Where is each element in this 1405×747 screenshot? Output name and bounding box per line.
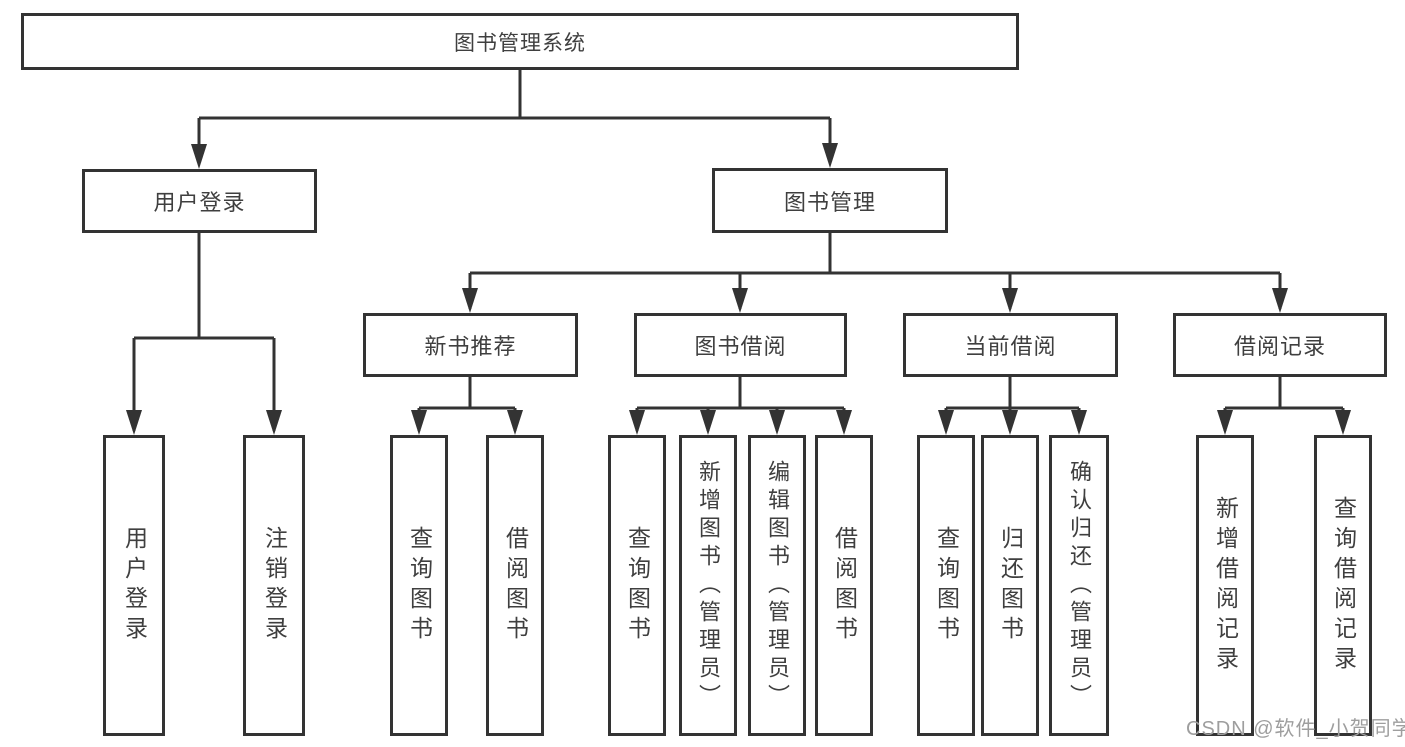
leaf-recommend-borrow-books: 借阅图书	[486, 435, 544, 736]
leaf-current-return-books: 归还图书	[981, 435, 1039, 736]
arrow-to-records	[1272, 288, 1288, 313]
leaf-logout-login: 注销登录	[243, 435, 305, 736]
arrow-to-leaf-rec2-query	[1335, 410, 1351, 435]
leaf-records-add-borrow-record: 新增借阅记录	[1196, 435, 1254, 736]
arrow-to-leaf-rec-query	[411, 410, 427, 435]
connector-bookmgmt-to-level3	[468, 233, 1282, 309]
arrow-to-leaf-rec2-add	[1217, 410, 1233, 435]
node-book-borrow: 图书借阅	[634, 313, 847, 377]
connector-userlogin-to-children	[132, 233, 276, 431]
arrow-to-user-login	[191, 144, 207, 169]
connector-records-to-children	[1223, 377, 1345, 431]
csdn-watermark: CSDN @软件_小贺同学	[1186, 718, 1405, 740]
node-user-login: 用户登录	[82, 169, 317, 233]
arrow-to-current	[1002, 288, 1018, 313]
connector-recommend-to-children	[417, 377, 517, 431]
connector-root-to-level2	[197, 69, 832, 164]
node-library-management-system: 图书管理系统	[21, 13, 1019, 70]
node-new-book-recommend: 新书推荐	[363, 313, 578, 377]
arrow-to-leaf-logout	[266, 410, 282, 435]
arrow-to-borrow	[732, 288, 748, 313]
leaf-borrow-query-books: 查询图书	[608, 435, 666, 736]
arrow-to-leaf-rec-borrow	[507, 410, 523, 435]
leaf-current-confirm-return-admin: 确认归还（管理员）	[1049, 435, 1109, 736]
arrow-to-leaf-bor-borrow	[836, 410, 852, 435]
leaf-records-query-borrow-record: 查询借阅记录	[1314, 435, 1372, 736]
arrow-to-book-mgmt	[822, 143, 838, 168]
arrow-to-leaf-cur-return	[1002, 410, 1018, 435]
node-current-borrow: 当前借阅	[903, 313, 1118, 377]
arrow-to-leaf-cur-confirm	[1071, 410, 1087, 435]
arrow-to-leaf-cur-query	[938, 410, 954, 435]
arrow-to-leaf-bor-query	[629, 410, 645, 435]
arrow-to-recommend	[462, 288, 478, 313]
arrow-to-leaf-bor-edit	[769, 410, 785, 435]
arrow-to-leaf-bor-add	[700, 410, 716, 435]
leaf-recommend-query-books: 查询图书	[390, 435, 448, 736]
node-borrow-records: 借阅记录	[1173, 313, 1387, 377]
node-book-management: 图书管理	[712, 168, 948, 233]
leaf-current-query-books: 查询图书	[917, 435, 975, 736]
leaf-borrow-add-books-admin: 新增图书（管理员）	[679, 435, 737, 736]
leaf-borrow-borrow-books: 借阅图书	[815, 435, 873, 736]
leaf-user-login: 用户登录	[103, 435, 165, 736]
arrow-to-leaf-user-login	[126, 410, 142, 435]
connector-borrow-to-children	[635, 377, 846, 431]
leaf-borrow-edit-books-admin: 编辑图书（管理员）	[748, 435, 806, 736]
